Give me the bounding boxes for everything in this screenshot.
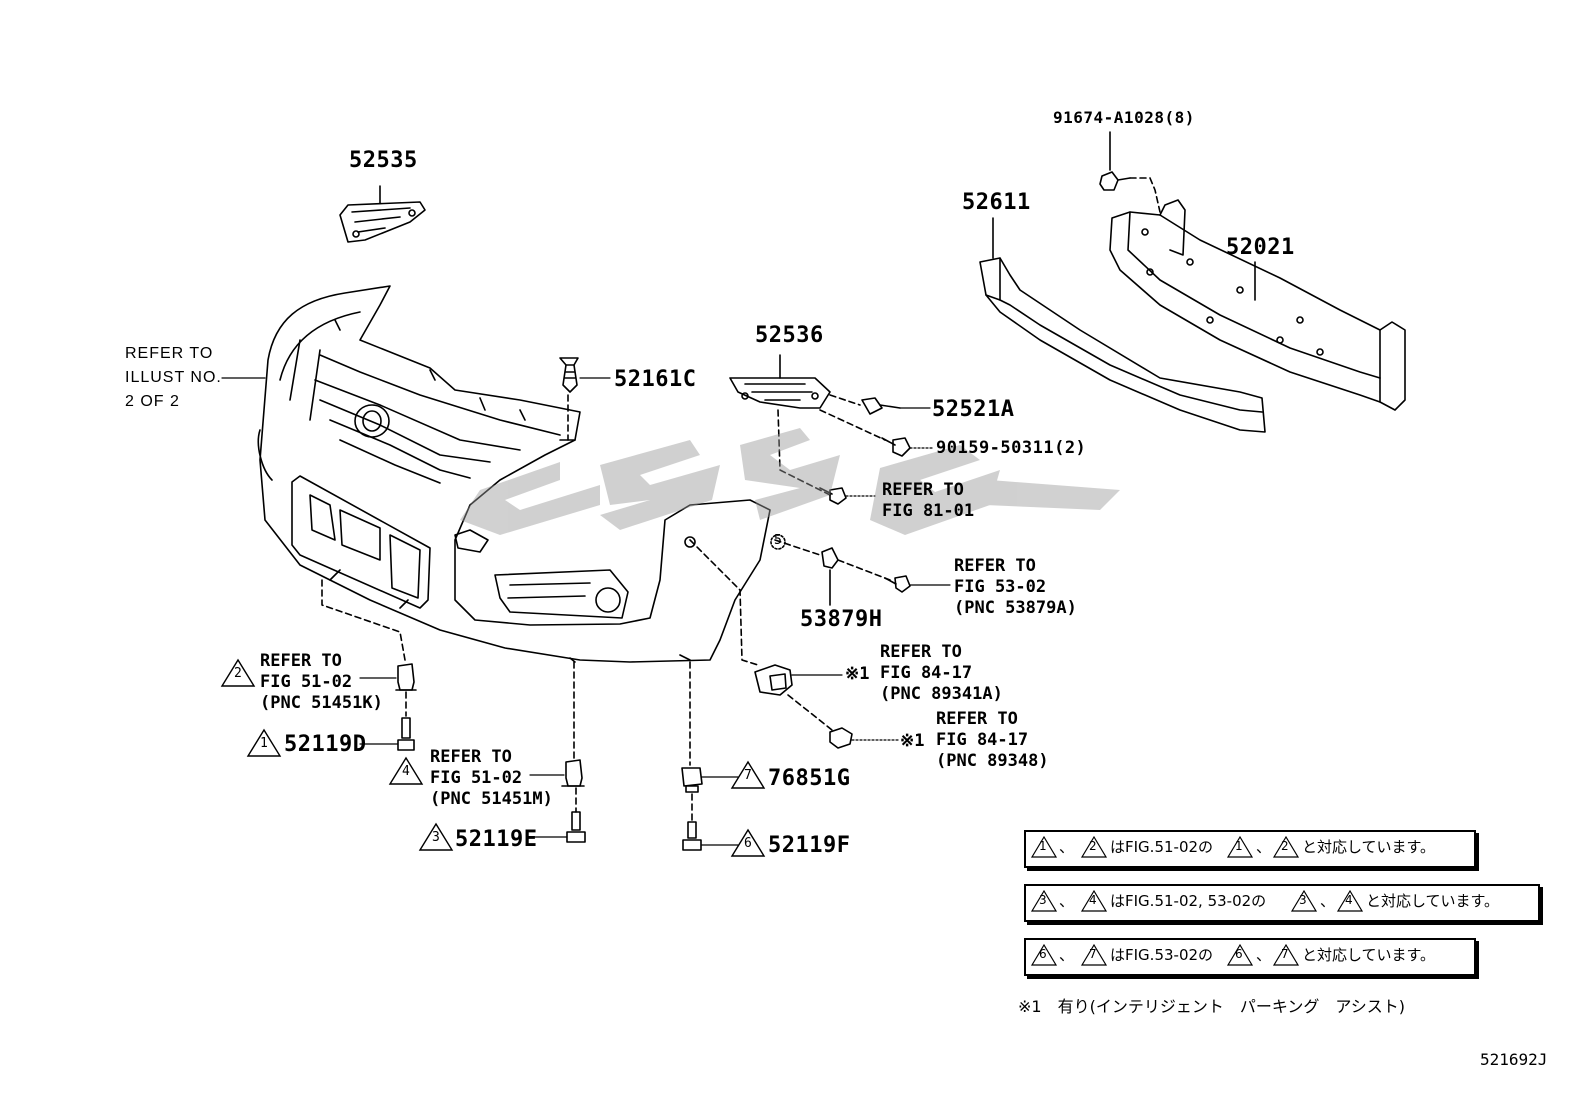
label-52161C[interactable]: 52161C	[614, 367, 697, 392]
label-52521A[interactable]: 52521A	[932, 397, 1015, 422]
refer-fig8101: REFER TO FIG 81-01	[882, 480, 975, 521]
nut-51451M	[561, 759, 585, 787]
refer-fig5102m: REFER TO FIG 51-02 (PNC 51451M)	[430, 747, 553, 809]
nut-51451K	[395, 663, 417, 691]
triangle-3-num: 3	[432, 830, 440, 845]
note-box-2: 3 、 4 はFIG.51-02, 53-02の 3 、 4 と対応しています。	[1024, 884, 1540, 922]
note-box-1: 1 、 2 はFIG.51-02の 1 、 2 と対応しています。	[1024, 830, 1476, 868]
note2-text: はFIG.51-02, 53-02の	[1110, 892, 1267, 910]
bracket-52535	[339, 201, 426, 243]
refer-fig8417a: REFER TO FIG 84-17 (PNC 89341A)	[880, 642, 1003, 704]
clip-52521A	[861, 397, 901, 415]
bolt-91674	[1099, 171, 1131, 191]
label-76851G[interactable]: 76851G	[768, 766, 851, 791]
clip-52161C	[559, 357, 579, 393]
circle-5-num: 5	[774, 533, 782, 548]
clip-53879H	[770, 534, 839, 569]
triangle-2-num: 2	[234, 666, 242, 681]
bracket-52536	[729, 377, 831, 409]
note2-end: と対応しています。	[1366, 892, 1500, 910]
screw-53879A	[884, 575, 911, 593]
label-52536[interactable]: 52536	[755, 323, 824, 348]
sensor-89341A	[754, 664, 793, 696]
screw-52119D	[397, 717, 415, 751]
triangle-1-num: 1	[260, 736, 268, 751]
refer-fig8417b: REFER TO FIG 84-17 (PNC 89348)	[936, 709, 1049, 771]
clip-76851G	[681, 767, 703, 793]
star-marker-2: ※1	[900, 731, 925, 751]
triangle-4-num: 4	[402, 764, 410, 779]
illustration-code: 521692J	[1480, 1050, 1548, 1069]
sensor-89348	[829, 727, 853, 749]
reinforcement-52021	[1109, 199, 1406, 411]
label-90159[interactable]: 90159-50311(2)	[936, 438, 1087, 458]
note3-text: はFIG.53-02の	[1110, 946, 1214, 964]
refer-fig5302: REFER TO FIG 53-02 (PNC 53879A)	[954, 556, 1077, 618]
triangle-7-num: 7	[744, 768, 752, 783]
note1-text: はFIG.51-02の	[1110, 838, 1214, 856]
refer-fig5102k: REFER TO FIG 51-02 (PNC 51451K)	[260, 651, 383, 713]
label-52021[interactable]: 52021	[1226, 235, 1295, 260]
note-box-3: 6 、 7 はFIG.53-02の 6 、 7 と対応しています。	[1024, 938, 1476, 976]
star-marker-1: ※1	[845, 664, 870, 684]
label-52611[interactable]: 52611	[962, 190, 1031, 215]
screw-fig8101	[819, 487, 847, 505]
label-91674[interactable]: 91674-A1028(8)	[1053, 108, 1195, 127]
absorber-52611	[979, 257, 1266, 433]
label-52119E[interactable]: 52119E	[455, 827, 538, 852]
label-52119D[interactable]: 52119D	[284, 732, 367, 757]
screw-52119E	[566, 811, 586, 843]
label-52119F[interactable]: 52119F	[768, 833, 851, 858]
footnote: ※1 有り(インテリジェント パーキング アシスト)	[1018, 997, 1405, 1016]
note1-end: と対応しています。	[1302, 838, 1436, 856]
watermark-logo	[460, 428, 1120, 535]
label-53879H[interactable]: 53879H	[800, 607, 883, 632]
label-52535[interactable]: 52535	[349, 148, 418, 173]
refer-illust: REFER TO ILLUST NO. 2 OF 2	[125, 345, 222, 410]
screw-90159	[881, 437, 911, 457]
screw-52119F	[682, 821, 702, 851]
bumper-cover	[257, 285, 771, 663]
note3-end: と対応しています。	[1302, 946, 1436, 964]
triangle-6-num: 6	[744, 836, 752, 851]
